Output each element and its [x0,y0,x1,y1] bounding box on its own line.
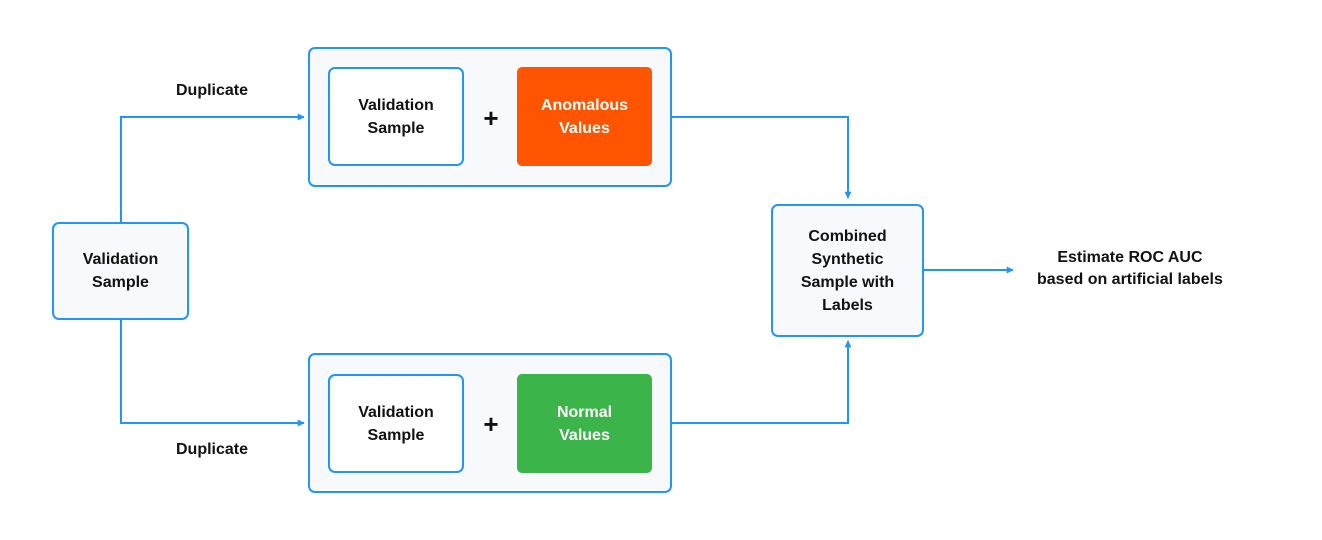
source-node-line-2: Sample [92,274,149,291]
combined-line-1: Combined [808,227,887,245]
normal-values-line-1: Normal [556,403,613,421]
result-text: Estimate ROC AUC based on artificial lab… [1037,247,1223,291]
edge-source-to-top-group [120,113,305,222]
top-validation-sample-node: Validation Sample [328,67,464,166]
anomalous-values-line-1: Anomalous [540,96,629,114]
bottom-plus-sign: + [483,409,499,439]
bottom-validation-sample-node: Validation Sample [328,374,464,473]
bottom-duplicate-label: Duplicate [176,441,249,458]
bottom-sample-line-2: Sample [367,426,425,444]
anomalous-values-line-2: Values [559,119,610,137]
anomalous-values-node: Anomalous Values [517,67,652,166]
combined-line-3: Sample with [800,273,895,291]
normal-values-node: Normal Values [517,374,652,473]
top-sample-line-1: Validation [358,96,434,114]
top-plus-sign: + [483,103,499,133]
combined-line-4: Labels [822,296,873,314]
normal-values-text: Normal Values [557,401,612,447]
result-line-1: Estimate ROC AUC [1057,249,1203,266]
edge-source-to-bottom-group [120,320,305,427]
source-node-line-1: Validation [82,251,159,268]
source-node-text: Validation Sample [83,248,159,294]
result-line-2: based on artificial labels [1037,271,1223,288]
top-sample-line-2: Sample [367,119,425,137]
source-validation-sample-node: Validation Sample [52,222,189,320]
bottom-sample-text: Validation Sample [358,401,434,447]
combined-synthetic-sample-node: Combined Synthetic Sample with Labels [771,204,924,337]
top-duplicate-label: Duplicate [176,82,249,99]
anomalous-values-text: Anomalous Values [541,94,628,140]
normal-values-line-2: Values [559,426,610,444]
top-sample-text: Validation Sample [358,94,434,140]
edge-top-group-to-combined [672,116,852,199]
combined-line-2: Synthetic [811,250,884,268]
combined-node-text: Combined Synthetic Sample with Labels [801,225,894,317]
bottom-sample-line-1: Validation [358,403,434,421]
edge-bottom-group-to-combined [672,340,852,424]
